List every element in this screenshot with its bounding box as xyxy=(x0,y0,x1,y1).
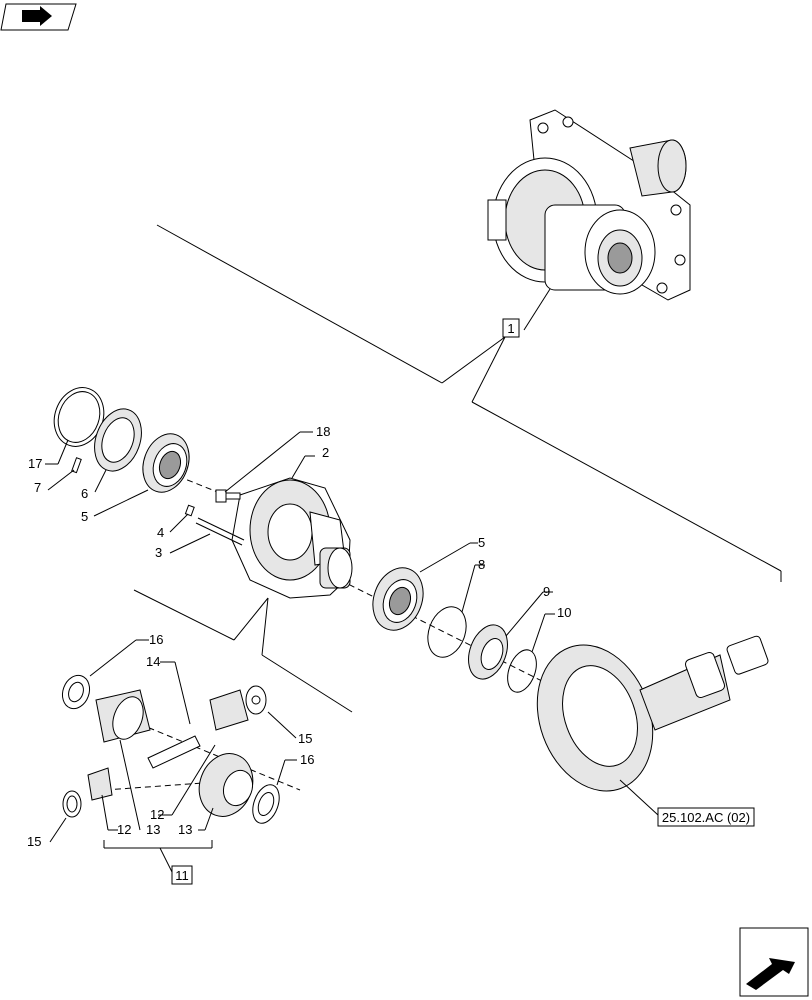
callout-13-left[interactable]: 13 xyxy=(146,822,160,837)
callout-17[interactable]: 17 xyxy=(28,456,42,471)
coupling-9 xyxy=(468,624,508,680)
callout-7[interactable]: 7 xyxy=(34,480,41,495)
pinion-gear-12-top xyxy=(209,689,249,731)
callout-18[interactable]: 18 xyxy=(316,424,330,439)
callout-2[interactable]: 2 xyxy=(322,445,329,460)
reference-label[interactable]: 25.102.AC (02) xyxy=(662,810,750,825)
callout-12-left[interactable]: 12 xyxy=(117,822,131,837)
assembled-differential xyxy=(487,109,691,301)
frame-lines xyxy=(103,224,782,873)
bearing-cage-6 xyxy=(94,408,142,472)
callout-4[interactable]: 4 xyxy=(157,525,164,540)
callout-9[interactable]: 9 xyxy=(543,584,550,599)
callout-14[interactable]: 14 xyxy=(146,654,160,669)
pinion-gear-12-bottom xyxy=(87,767,113,801)
callout-box-11[interactable] xyxy=(171,865,193,885)
side-gear-13-right xyxy=(198,753,254,817)
callout-1[interactable]: 1 xyxy=(507,321,514,336)
snap-ring-8 xyxy=(427,606,467,658)
bolt-18 xyxy=(215,489,241,503)
book-arrow-icon[interactable] xyxy=(0,3,77,31)
washer-16-left xyxy=(61,674,91,710)
o-ring-10 xyxy=(507,649,537,693)
callout-5-right[interactable]: 5 xyxy=(478,535,485,550)
callout-8[interactable]: 8 xyxy=(478,557,485,572)
callout-15-right[interactable]: 15 xyxy=(298,731,312,746)
callout-15-left[interactable]: 15 xyxy=(27,834,41,849)
callout-11[interactable]: 11 xyxy=(175,868,189,883)
callout-16-left[interactable]: 16 xyxy=(149,632,163,647)
callout-leaders xyxy=(45,431,659,843)
callout-box-1[interactable] xyxy=(502,318,520,338)
callout-13-right[interactable]: 13 xyxy=(178,822,192,837)
ring-gear-and-pinion xyxy=(536,635,769,792)
side-gear-13-left xyxy=(95,689,151,743)
callout-12-right[interactable]: 12 xyxy=(150,807,164,822)
callout-6[interactable]: 6 xyxy=(81,486,88,501)
shaft-3 xyxy=(195,517,245,546)
washer-15-right xyxy=(245,685,267,715)
bearing-5-left xyxy=(142,433,190,493)
washer-15-left xyxy=(62,790,82,818)
differential-case-2 xyxy=(231,477,353,599)
washer-16-right xyxy=(252,784,280,824)
exploded-view-arrow-icon[interactable] xyxy=(739,927,809,997)
pin-4 xyxy=(184,504,195,517)
callout-labels: 1 2 3 4 5 5 6 7 8 9 10 11 12 12 13 13 14… xyxy=(27,318,755,885)
pin-7 xyxy=(71,457,82,474)
bearing-5-right xyxy=(372,567,424,631)
reference-box[interactable] xyxy=(657,807,755,827)
callout-5-left[interactable]: 5 xyxy=(81,509,88,524)
callout-3[interactable]: 3 xyxy=(155,545,162,560)
callout-16-right[interactable]: 16 xyxy=(300,752,314,767)
callout-10[interactable]: 10 xyxy=(557,605,571,620)
cross-shaft-14 xyxy=(147,735,201,769)
